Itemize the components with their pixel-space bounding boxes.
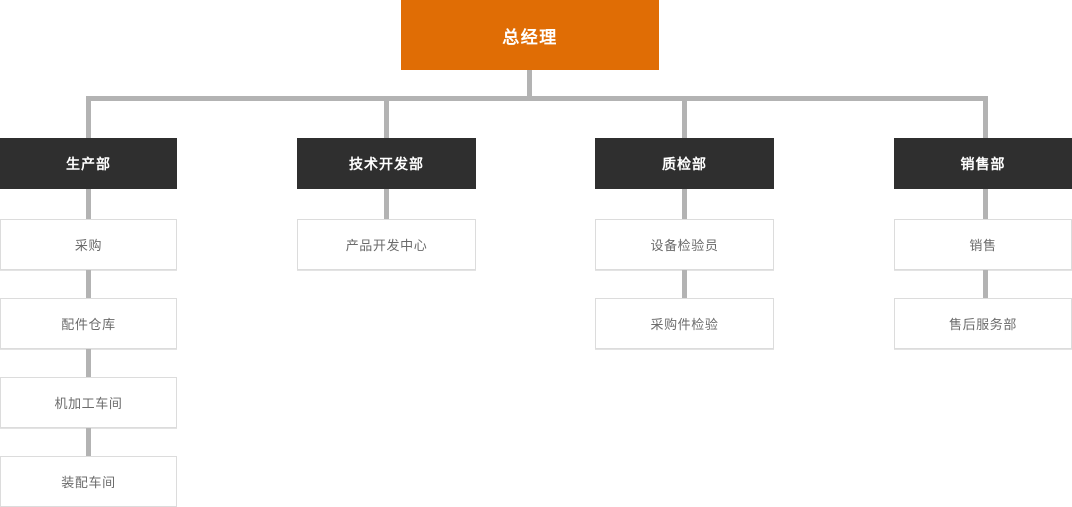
connector-quality-1 [682, 189, 687, 220]
connector-production-4 [86, 428, 91, 457]
node-leaf-parts-warehouse[interactable]: 配件仓库 [0, 298, 177, 349]
connector-bus-to-dept-4 [983, 96, 988, 139]
node-label: 产品开发中心 [345, 238, 428, 253]
connector-root-down [527, 70, 532, 101]
node-leaf-purchased-parts-inspection[interactable]: 采购件检验 [595, 298, 774, 349]
node-leaf-assembly-workshop[interactable]: 装配车间 [0, 456, 177, 507]
connector-bus-to-dept-2 [384, 96, 389, 139]
node-label: 技术开发部 [349, 155, 424, 172]
node-label: 销售 [969, 238, 997, 253]
node-label: 机加工车间 [54, 396, 123, 411]
node-label: 质检部 [662, 155, 707, 172]
node-label: 总经理 [502, 27, 558, 47]
connector-production-3 [86, 349, 91, 378]
node-leaf-sales[interactable]: 销售 [894, 219, 1072, 270]
connector-bus-to-dept-3 [682, 96, 687, 139]
node-leaf-after-sales-service[interactable]: 售后服务部 [894, 298, 1072, 349]
connector-technology-1 [384, 189, 389, 220]
node-label: 设备检验员 [650, 238, 719, 253]
node-label: 采购 [74, 238, 103, 253]
node-label: 采购件检验 [650, 317, 719, 332]
node-label: 销售部 [960, 155, 1006, 172]
node-leaf-machining-workshop[interactable]: 机加工车间 [0, 377, 177, 428]
node-dept-technology[interactable]: 技术开发部 [297, 138, 476, 189]
connector-production-1 [86, 189, 91, 220]
node-label: 配件仓库 [61, 317, 116, 332]
node-dept-quality[interactable]: 质检部 [595, 138, 774, 189]
connector-sales-1 [983, 189, 988, 220]
node-leaf-equipment-inspector[interactable]: 设备检验员 [595, 219, 774, 270]
connector-sales-2 [983, 270, 988, 299]
node-dept-sales[interactable]: 销售部 [894, 138, 1072, 189]
connector-bus-to-dept-1 [86, 96, 91, 139]
connector-horizontal-bus [86, 96, 988, 101]
connector-quality-2 [682, 270, 687, 299]
connector-production-2 [86, 270, 91, 299]
node-dept-production[interactable]: 生产部 [0, 138, 177, 189]
node-label: 装配车间 [61, 475, 116, 490]
node-label: 生产部 [66, 155, 111, 172]
node-leaf-procurement[interactable]: 采购 [0, 219, 177, 270]
node-label: 售后服务部 [948, 317, 1017, 332]
node-root-general-manager[interactable]: 总经理 [401, 0, 659, 70]
node-leaf-product-development-center[interactable]: 产品开发中心 [297, 219, 476, 270]
